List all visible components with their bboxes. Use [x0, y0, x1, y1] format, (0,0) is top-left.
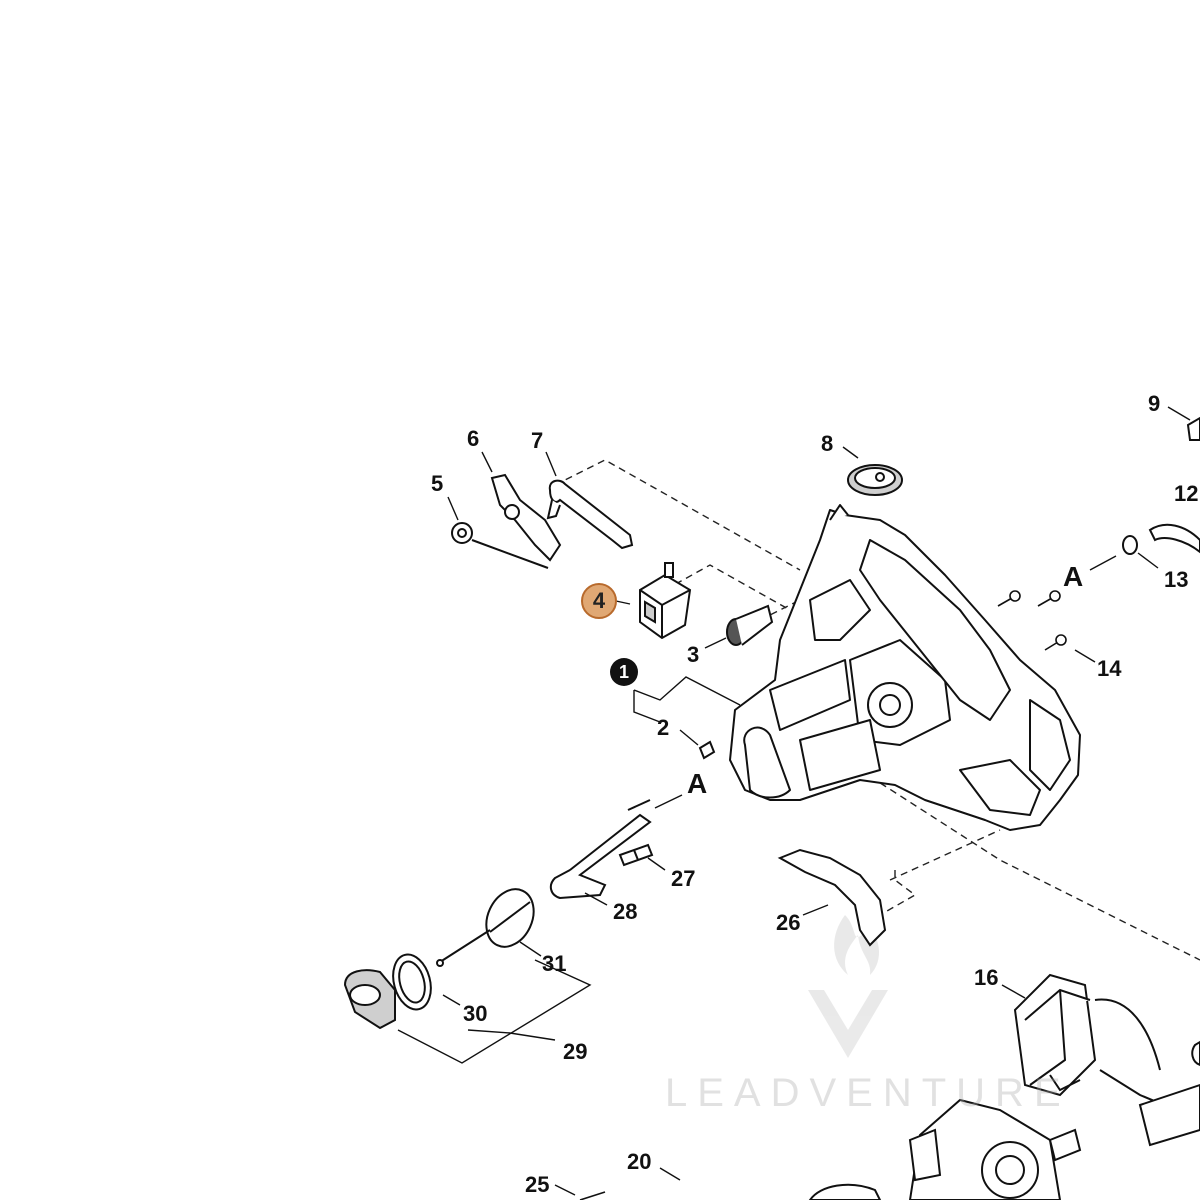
motor-assembly: [808, 1098, 1082, 1200]
oil-cap-assembly: [343, 888, 535, 1030]
callout-3: 3: [687, 642, 700, 667]
callout-13: 13: [1164, 567, 1189, 592]
callout-20: 20: [627, 1149, 652, 1174]
callout-30: 30: [463, 1001, 488, 1026]
connection-letter-a-upper: A: [1063, 561, 1084, 592]
callout-25: 25: [525, 1172, 550, 1197]
callout-7: 7: [531, 428, 544, 453]
part-16-controller: [1013, 973, 1200, 1121]
assembly-marker-1: 1: [610, 658, 638, 686]
callout-6: 6: [467, 426, 480, 451]
callout-9: 9: [1148, 391, 1161, 416]
part-4-switch: [639, 562, 692, 640]
part-2-plug: [698, 740, 716, 760]
callout-16: 16: [974, 965, 999, 990]
callout-5: 5: [431, 471, 444, 496]
leader-lines: [397, 406, 1191, 1196]
part-28-tube: [549, 799, 652, 900]
watermark-text: LEADVENTURE: [665, 1071, 1071, 1115]
main-housing: [729, 504, 1081, 831]
part-3-button: [726, 604, 774, 646]
callout-28: 28: [613, 899, 638, 924]
callout-12: 12: [1174, 481, 1199, 506]
part-5-spring: [451, 522, 549, 569]
part-8-cover: [847, 464, 903, 496]
right-parts: [1122, 416, 1200, 1147]
callout-31: 31: [542, 951, 567, 976]
screws: [579, 590, 1067, 1200]
part-6-lever: [490, 473, 562, 562]
part-26-guide: [777, 848, 887, 947]
highlighted-part-4-marker[interactable]: 4: [581, 583, 617, 619]
callout-2: 2: [657, 715, 670, 740]
part-27-pin: [618, 843, 654, 867]
part-7-handle: [546, 479, 634, 550]
callout-27: 27: [671, 866, 696, 891]
callout-8: 8: [821, 431, 834, 456]
callout-26: 26: [776, 910, 801, 935]
connection-letter-a-lower: A: [687, 768, 708, 799]
callout-14: 14: [1097, 656, 1122, 681]
callout-29: 29: [563, 1039, 588, 1064]
